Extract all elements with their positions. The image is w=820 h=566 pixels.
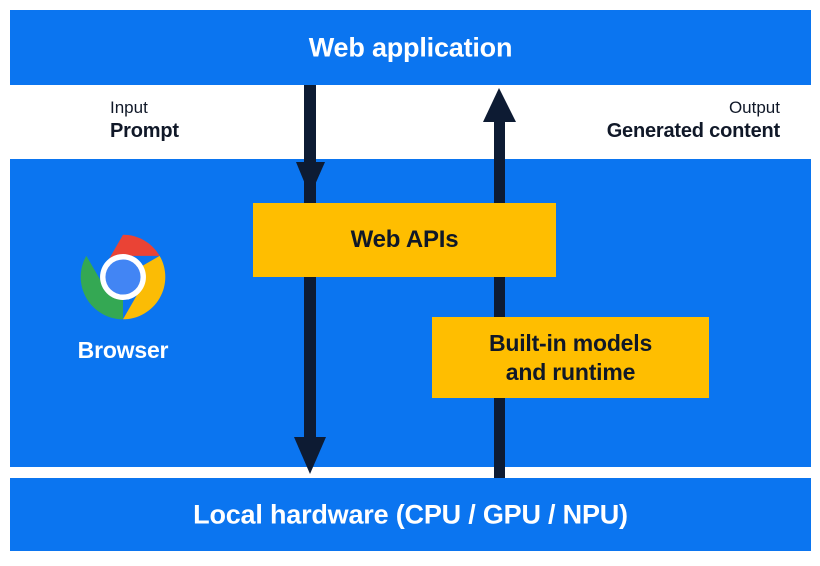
band-web-application-label: Web application xyxy=(308,32,513,62)
box-builtin-line2: and runtime xyxy=(505,358,636,385)
caption-input: Input Prompt xyxy=(110,97,179,144)
caption-input-kind: Input xyxy=(110,98,148,117)
band-web-application: Web application xyxy=(10,10,811,85)
box-builtin-line1: Built-in models xyxy=(488,330,653,357)
browser-label: Browser xyxy=(77,337,169,363)
caption-output-kind: Output xyxy=(728,98,780,117)
chrome-logo-icon xyxy=(78,232,168,322)
band-local-hardware-label: Local hardware (CPU / GPU / NPU) xyxy=(193,499,628,529)
band-local-hardware: Local hardware (CPU / GPU / NPU) xyxy=(10,478,811,551)
box-builtin-models-and-runtime[interactable]: Built-in models and runtime xyxy=(432,317,709,398)
caption-input-value: Prompt xyxy=(110,119,179,142)
caption-output: Output Generated content xyxy=(606,97,781,144)
caption-output-value: Generated content xyxy=(606,119,781,142)
box-web-apis-label: Web APIs xyxy=(350,226,459,254)
box-web-apis[interactable]: Web APIs xyxy=(253,203,556,277)
box-builtin-models-label: Built-in models and runtime xyxy=(489,329,652,385)
